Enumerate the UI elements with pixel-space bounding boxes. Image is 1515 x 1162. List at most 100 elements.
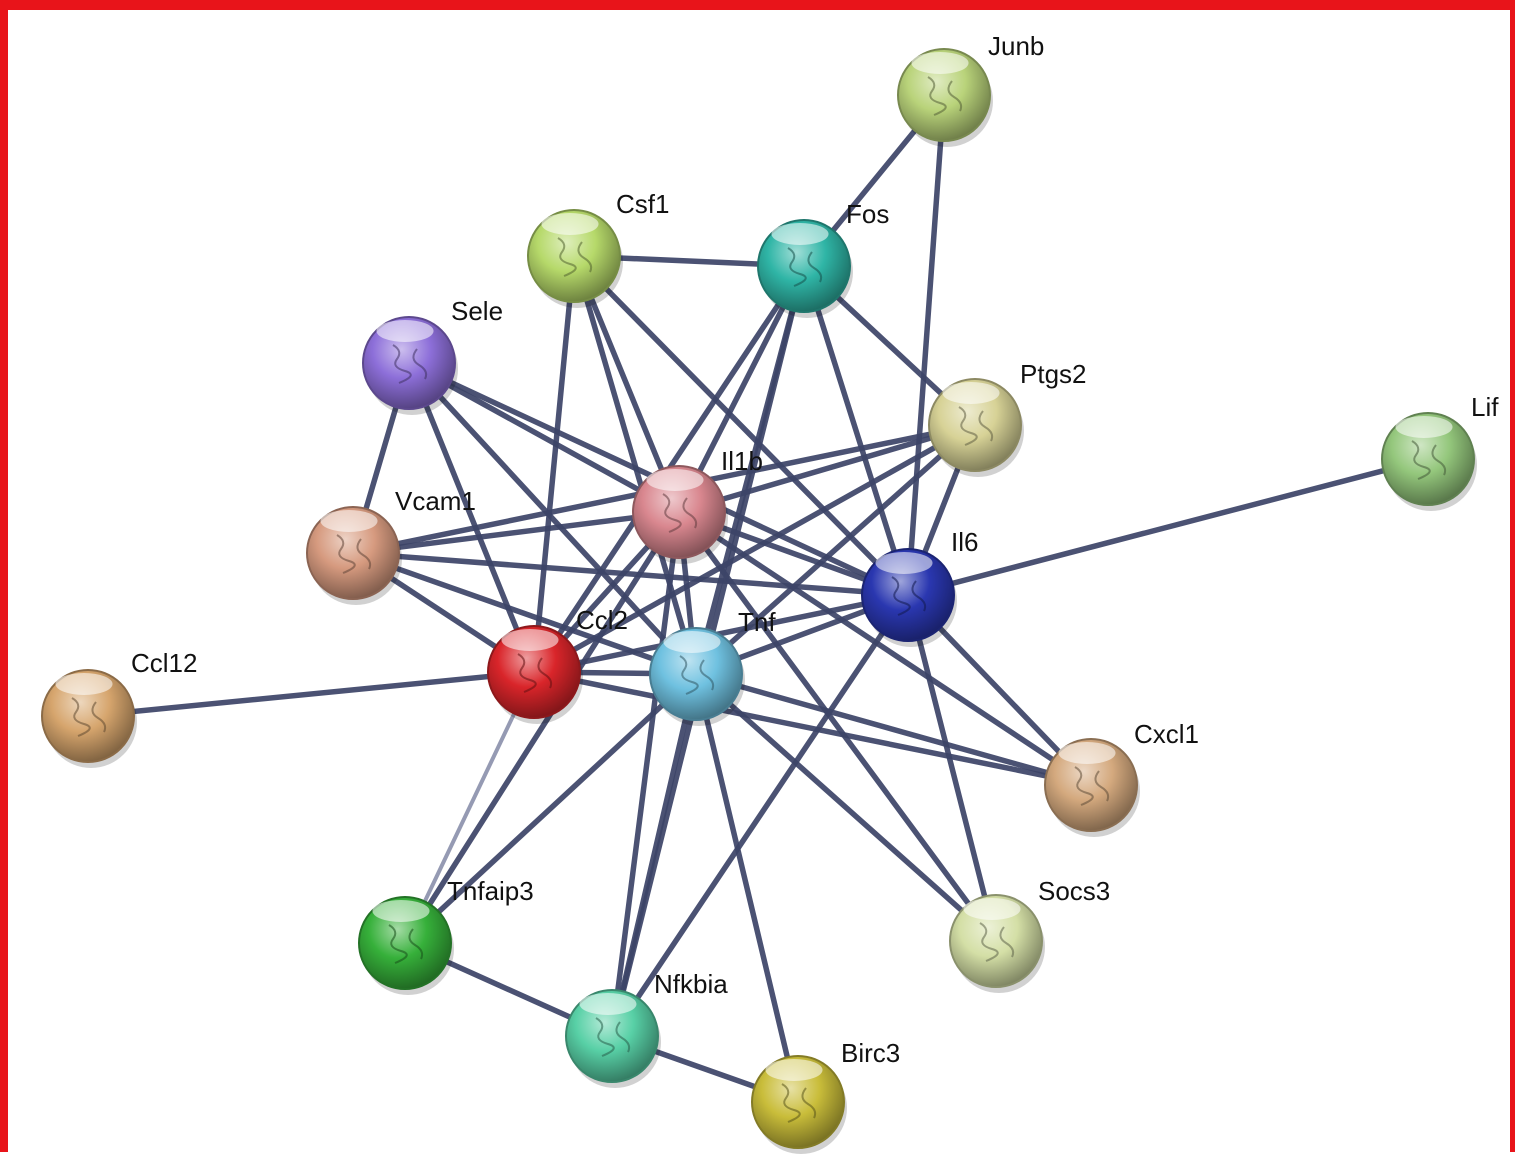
edge-csf1-ccl2 [531,253,577,675]
node-nfkbia[interactable]: Nfkbia [565,969,728,1088]
node-ccl12[interactable]: Ccl12 [41,648,197,768]
node-sphere [527,209,621,303]
node-label-fos: Fos [846,199,889,229]
node-tnf[interactable]: Tnf [649,607,776,726]
node-highlight [771,223,829,245]
node-sphere [757,219,851,313]
edge-ptgs2-ccl2 [531,422,978,675]
node-highlight [541,213,599,235]
node-label-il1b: Il1b [721,446,763,476]
node-label-birc3: Birc3 [841,1038,900,1068]
node-sphere [487,625,581,719]
edge-layer [85,92,1431,1105]
edge-il6-ccl2 [531,592,911,675]
node-label-tnf: Tnf [738,607,776,637]
protein-structure-icon [388,924,424,964]
node-highlight [963,898,1021,920]
node-highlight [320,510,378,532]
edge-il1b-nfkbia [609,509,682,1039]
node-sphere [1381,412,1475,506]
node-il6[interactable]: Il6 [861,527,978,647]
edge-lif-il6 [905,456,1431,598]
protein-structure-icon [679,655,715,695]
node-sphere [649,627,743,721]
node-label-vcam1: Vcam1 [395,486,476,516]
protein-structure-icon [557,237,593,277]
edge-vcam1-il6 [350,550,911,598]
node-birc3[interactable]: Birc3 [751,1038,900,1154]
node-cxcl1[interactable]: Cxcl1 [1044,719,1199,837]
node-sphere [861,548,955,642]
node-highlight [1395,416,1453,438]
edge-ptgs2-tnf [693,422,978,677]
node-sphere [41,669,135,763]
edge-vcam1-tnf [350,550,699,677]
node-sele[interactable]: Sele [362,296,503,415]
node-csf1[interactable]: Csf1 [527,189,669,308]
node-label-ccl12: Ccl12 [131,648,197,678]
edge-il1b-cxcl1 [676,509,1094,788]
edge-junb-il6 [905,92,947,598]
node-label-lif: Lif [1471,392,1499,422]
node-label-tnfaip3: Tnfaip3 [447,876,534,906]
node-highlight [765,1059,823,1081]
node-label-cxcl1: Cxcl1 [1134,719,1199,749]
protein-structure-icon [787,247,823,287]
node-highlight [942,382,1000,404]
node-sphere [897,48,991,142]
node-highlight [55,673,113,695]
edge-csf1-il6 [571,253,911,598]
edge-il1b-tnfaip3 [402,509,682,946]
edge-csf1-tnf [571,253,699,677]
node-highlight [501,629,559,651]
protein-structure-icon [595,1017,631,1057]
edge-tnf-cxcl1 [693,671,1094,788]
edge-tnf-socs3 [693,671,999,944]
node-highlight [875,552,933,574]
node-tnfaip3[interactable]: Tnfaip3 [358,876,534,995]
edge-tnf-tnfaip3 [402,671,699,946]
node-ptgs2[interactable]: Ptgs2 [928,359,1087,477]
node-sphere [949,894,1043,988]
edge-ccl2-cxcl1 [531,669,1094,788]
node-sphere [1044,738,1138,832]
node-highlight [911,52,969,74]
node-highlight [376,320,434,342]
protein-structure-icon [781,1083,817,1123]
edge-il6-nfkbia [609,592,911,1039]
node-lif[interactable]: Lif [1381,392,1499,511]
node-highlight [579,993,637,1015]
protein-structure-icon [517,653,553,693]
edge-ccl2-ccl12 [85,669,537,719]
edge-tnf-nfkbia [609,671,699,1039]
protein-structure-icon [392,344,428,384]
node-junb[interactable]: Junb [897,31,1044,147]
node-il1b[interactable]: Il1b [632,446,763,564]
node-socs3[interactable]: Socs3 [949,876,1110,993]
node-sphere [928,378,1022,472]
protein-structure-icon [662,493,698,533]
protein-structure-icon [979,922,1015,962]
protein-structure-icon [891,576,927,616]
protein-structure-icon [336,534,372,574]
node-label-sele: Sele [451,296,503,326]
node-label-il6: Il6 [951,527,978,557]
node-label-csf1: Csf1 [616,189,669,219]
node-ccl2[interactable]: Ccl2 [487,605,628,724]
node-fos[interactable]: Fos [757,199,889,318]
node-highlight [663,631,721,653]
edge-il6-socs3 [905,592,999,944]
protein-structure-icon [1074,766,1110,806]
protein-structure-icon [1411,440,1447,480]
edge-ptgs2-il1b [676,422,978,515]
node-vcam1[interactable]: Vcam1 [306,486,476,605]
edge-sele-il1b [406,360,682,515]
node-label-ccl2: Ccl2 [576,605,628,635]
node-sphere [358,896,452,990]
edge-ccl2-tnfaip3 [403,670,536,945]
node-highlight [1058,742,1116,764]
node-highlight [646,469,704,491]
